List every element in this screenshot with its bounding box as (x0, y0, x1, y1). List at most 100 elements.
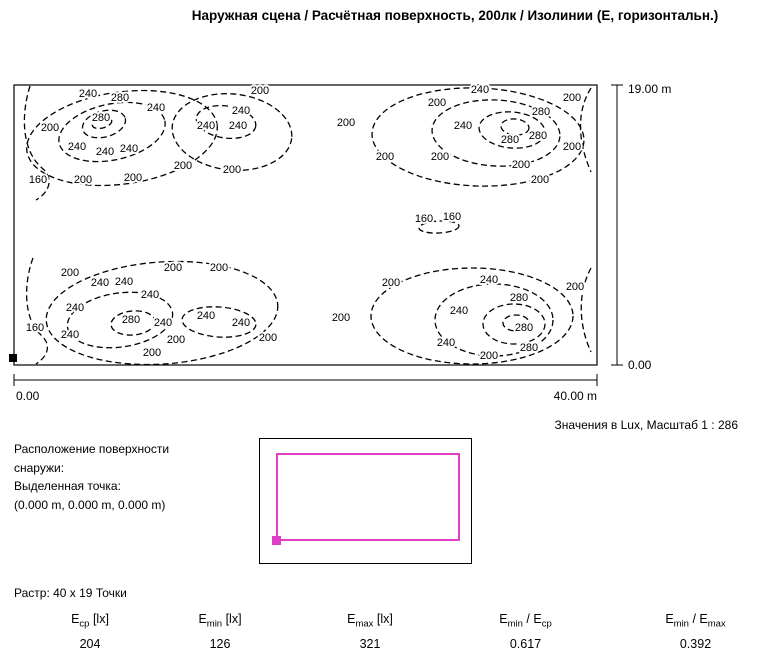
isoline-value-label: 200 (566, 281, 584, 293)
isoline-value-label: 240 (471, 84, 489, 96)
isoline-value-label: 240 (437, 337, 455, 349)
surface-info-line3: Выделенная точка: (14, 479, 121, 494)
isoline-value-label: 240 (232, 105, 250, 117)
isoline-value-label: 200 (376, 151, 394, 163)
isoline-value-label: 240 (154, 317, 172, 329)
width-dimension-line (13, 374, 598, 386)
isoline-value-label: 160 (415, 213, 433, 225)
isoline-value-label: 280 (529, 130, 547, 142)
surface-info-line4: (0.000 m, 0.000 m, 0.000 m) (14, 497, 166, 512)
isoline-value-label: 240 (66, 302, 84, 314)
stat-e-max-header: Emax [lx] (347, 612, 393, 630)
origin-marker (9, 354, 17, 362)
isoline-value-label: 280 (532, 106, 550, 118)
isoline-value-label: 200 (223, 164, 241, 176)
isoline-280 (81, 109, 127, 139)
isoline-200 (370, 267, 574, 365)
width-zero-label: 0.00 (16, 389, 40, 403)
stats-row: Eср [lx] 204 Emin [lx] 126 Emax [lx] 321… (0, 612, 760, 662)
isoline-value-label: 240 (232, 317, 250, 329)
isoline-value-label: 280 (520, 342, 538, 354)
isoline-value-label: 200 (531, 174, 549, 186)
isoline-value-label: 160 (443, 211, 461, 223)
isoline-value-label: 240 (141, 289, 159, 301)
plot-border (13, 84, 598, 366)
stat-uniformity-avg-header: Emin / Eср (499, 612, 552, 630)
isoline-value-label: 200 (480, 350, 498, 362)
isoline-value-label: 200 (563, 141, 581, 153)
calc-surface-rect (276, 453, 460, 541)
surface-map (259, 438, 472, 564)
isoline-value-label: 200 (41, 122, 59, 134)
isoline-value-label: 280 (501, 134, 519, 146)
isoline-value-label: 200 (210, 262, 228, 274)
isoline-value-label: 280 (122, 314, 140, 326)
isoline-value-label: 240 (197, 310, 215, 322)
isoline-value-label: 240 (147, 102, 165, 114)
stat-uniformity-max-header: Emin / Emax (665, 612, 726, 630)
isoline-value-label: 200 (337, 117, 355, 129)
isoline-value-label: 240 (197, 120, 215, 132)
isoline-240 (434, 283, 554, 357)
isoline-value-label: 200 (512, 159, 530, 171)
stat-uniformity-avg: Emin / Eср 0.617 (463, 612, 588, 651)
isoline-value-label: 240 (115, 276, 133, 288)
isoline-240 (431, 99, 561, 167)
isoline-value-label: 200 (382, 277, 400, 289)
raster-note: Растр: 40 x 19 Точки (14, 586, 127, 600)
isoline-160 (23, 85, 50, 201)
isoline-value-label: 240 (91, 277, 109, 289)
isoline-value-label: 240 (96, 146, 114, 158)
isoline-value-label: 240 (120, 143, 138, 155)
isoline-240 (195, 104, 257, 140)
isoline-value-label: 200 (431, 151, 449, 163)
isoline-value-label: 160 (29, 174, 47, 186)
isoline-value-label: 160 (26, 322, 44, 334)
isoline-value-label: 240 (480, 274, 498, 286)
isoline-240 (181, 306, 257, 338)
surface-info-line1: Расположение поверхности (14, 442, 170, 456)
scale-note: Значения в Lux, Масштаб 1 : 286 (554, 418, 738, 432)
surface-info: Расположение поверхности снаружи: Выделе… (14, 440, 169, 514)
isoline-value-label: 240 (450, 305, 468, 317)
width-dimension-label: 40.00 m (554, 389, 597, 403)
stat-e-max-value: 321 (359, 636, 381, 651)
stat-uniformity-max: Emin / Emax 0.392 (633, 612, 758, 651)
isoline-value-label: 200 (332, 312, 350, 324)
stat-e-min-value: 126 (209, 636, 231, 651)
isoline-value-label: 240 (61, 329, 79, 341)
isoline-value-label: 280 (92, 112, 110, 124)
stat-e-avg: Eср [lx] 204 (30, 612, 150, 651)
isoline-200 (579, 87, 592, 173)
isoline-value-label: 200 (428, 97, 446, 109)
isoline-value-label: 240 (79, 88, 97, 100)
stat-uniformity-avg-value: 0.617 (509, 636, 542, 651)
stat-e-avg-header: Eср [lx] (71, 612, 109, 630)
isoline-280 (478, 111, 546, 149)
stat-e-min: Emin [lx] 126 (160, 612, 280, 651)
isoline-200 (580, 267, 592, 353)
isoline-160 (418, 220, 460, 234)
isoline-280 (502, 314, 530, 332)
isoline-value-label: 200 (174, 160, 192, 172)
height-zero-label: 0.00 (628, 358, 652, 372)
stat-uniformity-max-value: 0.392 (679, 636, 712, 651)
isoline-value-label: 200 (124, 172, 142, 184)
isoline-value-label: 200 (164, 262, 182, 274)
height-dimension-line (611, 84, 623, 366)
isoline-200 (171, 93, 293, 171)
isoline-value-label: 240 (454, 120, 472, 132)
page-title: Наружная сцена / Расчётная поверхность, … (191, 8, 719, 23)
isoline-200 (26, 89, 218, 187)
isoline-value-label: 240 (68, 141, 86, 153)
stat-e-min-header: Emin [lx] (198, 612, 242, 630)
isoline-240 (58, 101, 166, 163)
isoline-value-label: 200 (563, 92, 581, 104)
isoline-280 (91, 116, 113, 130)
stat-e-max: Emax [lx] 321 (310, 612, 430, 651)
isoline-value-label: 200 (61, 267, 79, 279)
isoline-value-label: 280 (515, 322, 533, 334)
surface-info-line2: снаружи: (14, 460, 65, 475)
